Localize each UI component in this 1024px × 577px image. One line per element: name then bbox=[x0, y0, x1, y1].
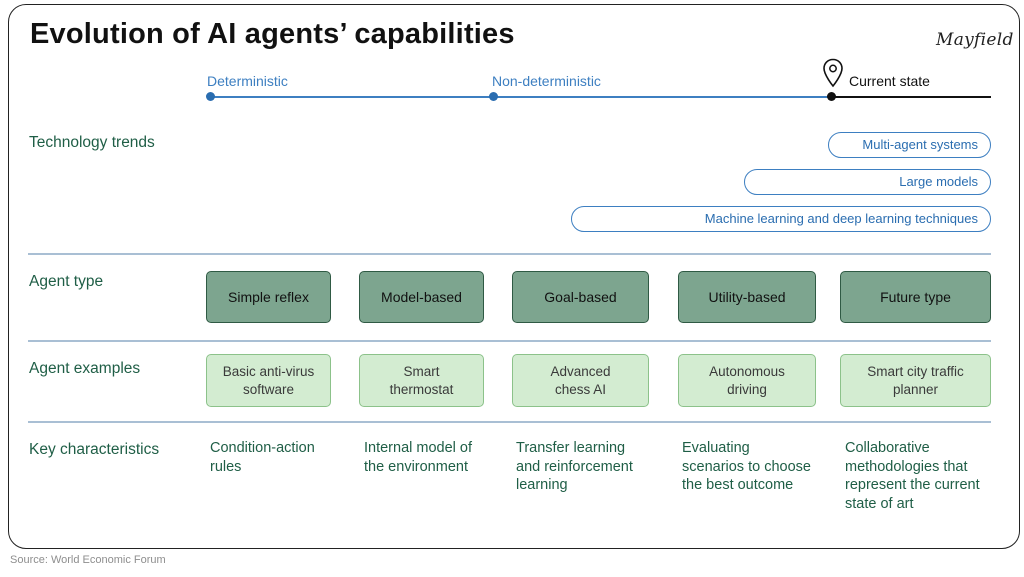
trend-large-models: Large models bbox=[744, 169, 991, 195]
trend-machine-learning: Machine learning and deep learning techn… bbox=[571, 206, 991, 232]
agent-type-model-based: Model-based bbox=[359, 271, 484, 323]
timeline-dot-non-deterministic bbox=[489, 92, 498, 101]
brand-logo: Mayfield bbox=[936, 30, 1014, 50]
characteristic-future-type: Collaborative methodologies that represe… bbox=[845, 440, 980, 512]
phase-label-non-deterministic: Non-deterministic bbox=[492, 73, 601, 89]
row-divider bbox=[28, 340, 991, 342]
agent-type-goal-based: Goal-based bbox=[512, 271, 649, 323]
agent-type-future-type: Future type bbox=[840, 271, 991, 323]
agent-example-smart-city-traffic: Smart city traffic planner bbox=[840, 354, 991, 407]
phase-label-deterministic: Deterministic bbox=[207, 73, 288, 89]
agent-type-simple-reflex: Simple reflex bbox=[206, 271, 331, 323]
row-label-technology-trends: Technology trends bbox=[29, 134, 155, 151]
row-divider bbox=[28, 253, 991, 255]
agent-example-autonomous-driving: Autonomous driving bbox=[678, 354, 816, 407]
characteristic-simple-reflex: Condition-action rules bbox=[210, 440, 315, 475]
agent-example-smart-thermostat: Smart thermostat bbox=[359, 354, 484, 407]
trend-multi-agent-systems: Multi-agent systems bbox=[828, 132, 991, 158]
source-note: Source: World Economic Forum bbox=[10, 554, 166, 566]
row-label-key-characteristics: Key characteristics bbox=[29, 441, 160, 458]
timeline-dot-current bbox=[827, 92, 836, 101]
timeline-line bbox=[211, 96, 831, 98]
characteristic-utility-based: Evaluating scenarios to choose the best … bbox=[682, 440, 811, 493]
timeline-dot-deterministic bbox=[206, 92, 215, 101]
row-label-agent-type: Agent type bbox=[29, 273, 104, 290]
current-state-label: Current state bbox=[849, 73, 930, 89]
agent-example-basic-anti-virus: Basic anti-virus software bbox=[206, 354, 331, 407]
page-title: Evolution of AI agents’ capabilities bbox=[30, 18, 515, 50]
agent-type-utility-based: Utility-based bbox=[678, 271, 816, 323]
timeline-line-current bbox=[831, 96, 991, 98]
characteristic-goal-based: Transfer learning and reinforcement lear… bbox=[516, 440, 633, 493]
characteristic-model-based: Internal model of the environment bbox=[364, 440, 473, 475]
agent-example-advanced-chess-ai: Advanced chess AI bbox=[512, 354, 649, 407]
location-pin-icon bbox=[823, 58, 843, 88]
row-divider bbox=[28, 421, 991, 423]
row-label-agent-examples: Agent examples bbox=[29, 360, 141, 377]
